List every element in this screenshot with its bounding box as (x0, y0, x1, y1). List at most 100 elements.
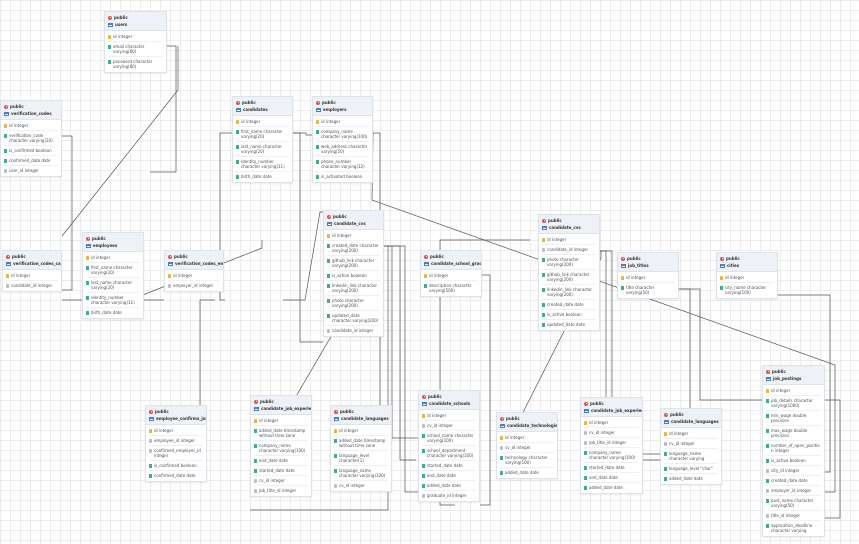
column-row[interactable]: school_name character varying(100) (422, 431, 476, 446)
column-row[interactable]: last_name character varying(20) (236, 142, 289, 157)
column-row[interactable]: created_date date (542, 300, 596, 310)
column-row[interactable]: id integer (500, 433, 554, 443)
column-row[interactable]: is_activated boolean (316, 172, 369, 181)
column-row[interactable]: school_department character varying(100) (422, 446, 476, 461)
column-row[interactable]: github_link character varying(200) (542, 270, 596, 285)
column-row[interactable]: id integer (6, 271, 58, 281)
column-row[interactable]: is_confirmed boolean (149, 461, 203, 471)
column-row[interactable]: email character varying(80) (108, 42, 163, 57)
column-row[interactable]: end_date date (584, 473, 639, 483)
column-row[interactable]: identity_number character varying(11) (86, 293, 140, 308)
column-row[interactable]: created_date date (766, 476, 821, 486)
column-row[interactable]: job_details character varying(1000) (766, 396, 821, 411)
column-row[interactable]: end_date date (422, 471, 476, 481)
column-row[interactable]: id integer (720, 273, 774, 283)
column-row[interactable]: end_date date (254, 456, 308, 466)
column-row[interactable]: birth_date date (86, 308, 140, 317)
column-row[interactable]: github_link character varying(200) (327, 256, 380, 271)
column-row[interactable]: id integer (334, 426, 388, 436)
column-row[interactable]: created_date character varying(200) (327, 241, 380, 256)
column-row[interactable]: city_name character varying(100) (720, 283, 774, 297)
column-row[interactable]: added_date timestamp without time zone (334, 436, 388, 451)
column-row[interactable]: language_name character varying(100) (334, 466, 388, 481)
column-row[interactable]: employee_id integer (149, 436, 203, 446)
column-row[interactable]: is_active boolean (542, 310, 596, 320)
column-row[interactable]: company_name character varying(100) (254, 441, 308, 456)
column-row[interactable]: id integer (108, 32, 163, 42)
column-row[interactable]: max_wage double precision (766, 426, 821, 441)
column-row[interactable]: cv_id integer (584, 428, 639, 438)
column-row[interactable]: language_name character varying (664, 449, 718, 464)
column-row[interactable]: cv_id integer (254, 476, 308, 486)
column-row[interactable]: id integer (621, 273, 675, 283)
column-row[interactable]: id integer (424, 271, 478, 281)
column-row[interactable]: started_date date (254, 466, 308, 476)
column-row[interactable]: phone_number character varying(12) (316, 157, 369, 172)
column-row[interactable]: id integer (664, 429, 718, 439)
column-row[interactable]: candidate_id integer (327, 326, 380, 335)
column-row[interactable]: confirmed_date date (4, 156, 58, 166)
column-row[interactable]: candidate_id integer (6, 281, 58, 290)
column-row[interactable]: title_id integer (766, 511, 821, 521)
column-row[interactable]: is_active boolean (766, 456, 821, 466)
column-row[interactable]: photo character varying(200) (327, 296, 380, 311)
column-row[interactable]: id integer (86, 253, 140, 263)
column-row[interactable]: updated_date character varying(200) (327, 311, 380, 326)
column-row[interactable]: post_name character varying(50) (766, 496, 821, 511)
table-employee-confirms-job-advertisements[interactable]: publicemployee_confirms_job_advertisemen… (145, 405, 207, 482)
column-row[interactable]: linkedin_link character varying(200) (327, 281, 380, 296)
column-row[interactable]: cv_id integer (664, 439, 718, 449)
column-row[interactable]: last_name character varying(20) (86, 278, 140, 293)
column-row[interactable]: description character varying(500) (424, 281, 478, 295)
column-row[interactable]: id integer (236, 117, 289, 127)
column-row[interactable]: first_name character varying(20) (86, 263, 140, 278)
column-row[interactable]: added_date timestamp without time zone (254, 426, 308, 441)
column-row[interactable]: id integer (149, 426, 203, 436)
column-row[interactable]: company_name character varying(100) (316, 127, 369, 142)
column-row[interactable]: id integer (422, 411, 476, 421)
column-row[interactable]: technology character varying(100) (500, 453, 554, 468)
column-row[interactable]: id integer (4, 121, 58, 131)
column-row[interactable]: photo character varying(200) (542, 255, 596, 270)
column-row[interactable]: id integer (327, 231, 380, 241)
column-row[interactable]: user_id integer (4, 166, 58, 175)
column-row[interactable]: id integer (542, 235, 596, 245)
column-row[interactable]: identity_number character varying(11) (236, 157, 289, 172)
column-row[interactable]: language_level "char" (664, 464, 718, 474)
column-row[interactable]: employer_id integer (168, 281, 220, 290)
column-row[interactable]: is_confirmed boolean (4, 146, 58, 156)
column-row[interactable]: id integer (584, 418, 639, 428)
column-row[interactable]: title character varying(50) (621, 283, 675, 297)
column-row[interactable]: first_name character varying(20) (236, 127, 289, 142)
column-row[interactable]: birth_date date (236, 172, 289, 181)
column-row[interactable]: is_active boolean (327, 271, 380, 281)
column-row[interactable]: linkedin_link character varying(200) (542, 285, 596, 300)
column-row[interactable]: started_date date (422, 461, 476, 471)
column-row[interactable]: id integer (168, 271, 220, 281)
column-row[interactable]: verification_code character varying(20) (4, 131, 58, 146)
column-row[interactable]: company_name character varying(100) (584, 448, 639, 463)
column-row[interactable]: language_level character(1) (334, 451, 388, 466)
column-row[interactable]: updated_date date (542, 320, 596, 329)
column-row[interactable]: password character varying(80) (108, 57, 163, 71)
column-row[interactable]: application_deadline character varying (766, 521, 821, 535)
column-row[interactable]: web_address character varying(50) (316, 142, 369, 157)
column-row[interactable]: added_date date (422, 481, 476, 491)
